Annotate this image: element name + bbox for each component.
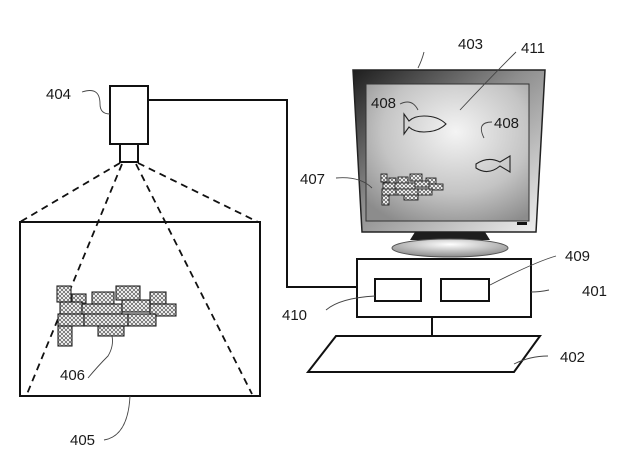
screen: [365, 83, 530, 222]
computer: [356, 258, 532, 318]
label-410: 410: [282, 307, 307, 324]
label-408-left: 408: [371, 95, 396, 112]
camera-cable: [148, 99, 358, 288]
label-411: 411: [521, 40, 545, 57]
processing-unit-410: [374, 278, 422, 302]
camera: [109, 85, 149, 163]
label-406: 406: [60, 367, 85, 384]
label-405: 405: [70, 432, 95, 449]
leader-lines: [81, 51, 557, 441]
fish-image-left: [403, 112, 447, 136]
label-407: 407: [300, 171, 325, 188]
label-409: 409: [565, 248, 590, 265]
label-403: 403: [458, 36, 483, 53]
processing-unit-409: [440, 278, 490, 302]
reference-labels: 404 403 411 408 408 407 409 401 410 402 …: [46, 36, 607, 449]
keyboard: [305, 335, 542, 373]
work-area: [19, 221, 261, 397]
monitor: [352, 69, 546, 258]
label-404: 404: [46, 86, 71, 103]
label-408-right: 408: [494, 115, 519, 132]
field-of-view: [19, 162, 259, 395]
object-406: [56, 285, 177, 347]
object-image-407: [380, 173, 444, 206]
fish-image-right: [475, 155, 511, 173]
label-402: 402: [560, 349, 585, 366]
label-401: 401: [582, 283, 607, 300]
monitor-stand: [391, 238, 509, 258]
power-indicator: [517, 222, 527, 225]
